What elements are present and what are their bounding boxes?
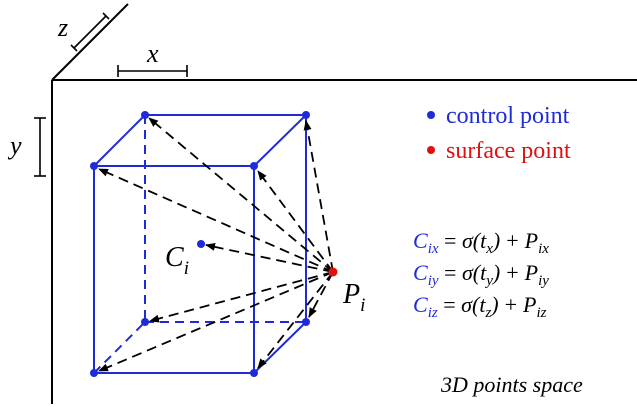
cube-edge-top-left: [93, 114, 146, 167]
x-dimension-marker: [117, 65, 188, 77]
control-point: [141, 318, 149, 326]
arrow-to-top-front-right: [257, 170, 334, 273]
arrow-to-bottom-back-right: [308, 271, 334, 318]
cube-hidden-diagonal: [93, 321, 146, 374]
equation-x: Cix = σ(tx)+Pix: [413, 228, 549, 257]
offset-arrows: [98, 117, 334, 372]
z-dimension-marker: [70, 12, 110, 52]
control-point: [250, 369, 258, 377]
legend-control-marker: [427, 111, 435, 119]
arrow-to-top-back-right: [303, 120, 334, 273]
control-point: [90, 162, 98, 170]
equations: Cix = σ(tx)+Pix Ciy = σ(ty)+Piy Ciz = σ(…: [413, 228, 549, 321]
cube-edge-top-right: [253, 114, 307, 167]
control-point: [302, 318, 310, 326]
arrow-to-top-front-left: [98, 168, 334, 273]
surface-point: [328, 267, 338, 277]
arrow-to-center: [205, 242, 334, 273]
legend-surface-label: surface point: [446, 138, 571, 164]
center-label: Ci: [165, 242, 189, 279]
equation-y: Ciy = σ(ty)+Piy: [413, 260, 549, 289]
arrow-to-bottom-front-right: [257, 271, 334, 369]
arrow-to-bottom-front-left: [98, 271, 334, 372]
cube-edge-bottom-right: [253, 321, 307, 374]
x-axis-label: x: [146, 39, 159, 68]
diagonal-axis-line: [51, 3, 129, 81]
legend-control-label: control point: [446, 103, 570, 129]
control-point: [250, 162, 258, 170]
control-point: [90, 369, 98, 377]
control-point: [141, 111, 149, 119]
coordinate-frame: [51, 3, 637, 404]
control-points: [90, 111, 310, 377]
surface-label: Pi: [342, 279, 365, 316]
z-axis-label: z: [57, 13, 68, 42]
control-point: [302, 111, 310, 119]
center-control-point: [197, 240, 205, 248]
legend: control point surface point: [427, 103, 571, 164]
legend-surface-marker: [427, 146, 435, 154]
y-axis-label: y: [7, 131, 22, 160]
equation-z: Ciz = σ(tz)+Piz: [413, 292, 547, 321]
cube-front-face: [93, 165, 255, 374]
arrow-to-top-back-left: [148, 117, 334, 273]
y-dimension-marker: [34, 117, 46, 177]
space-caption: 3D points space: [440, 372, 583, 397]
